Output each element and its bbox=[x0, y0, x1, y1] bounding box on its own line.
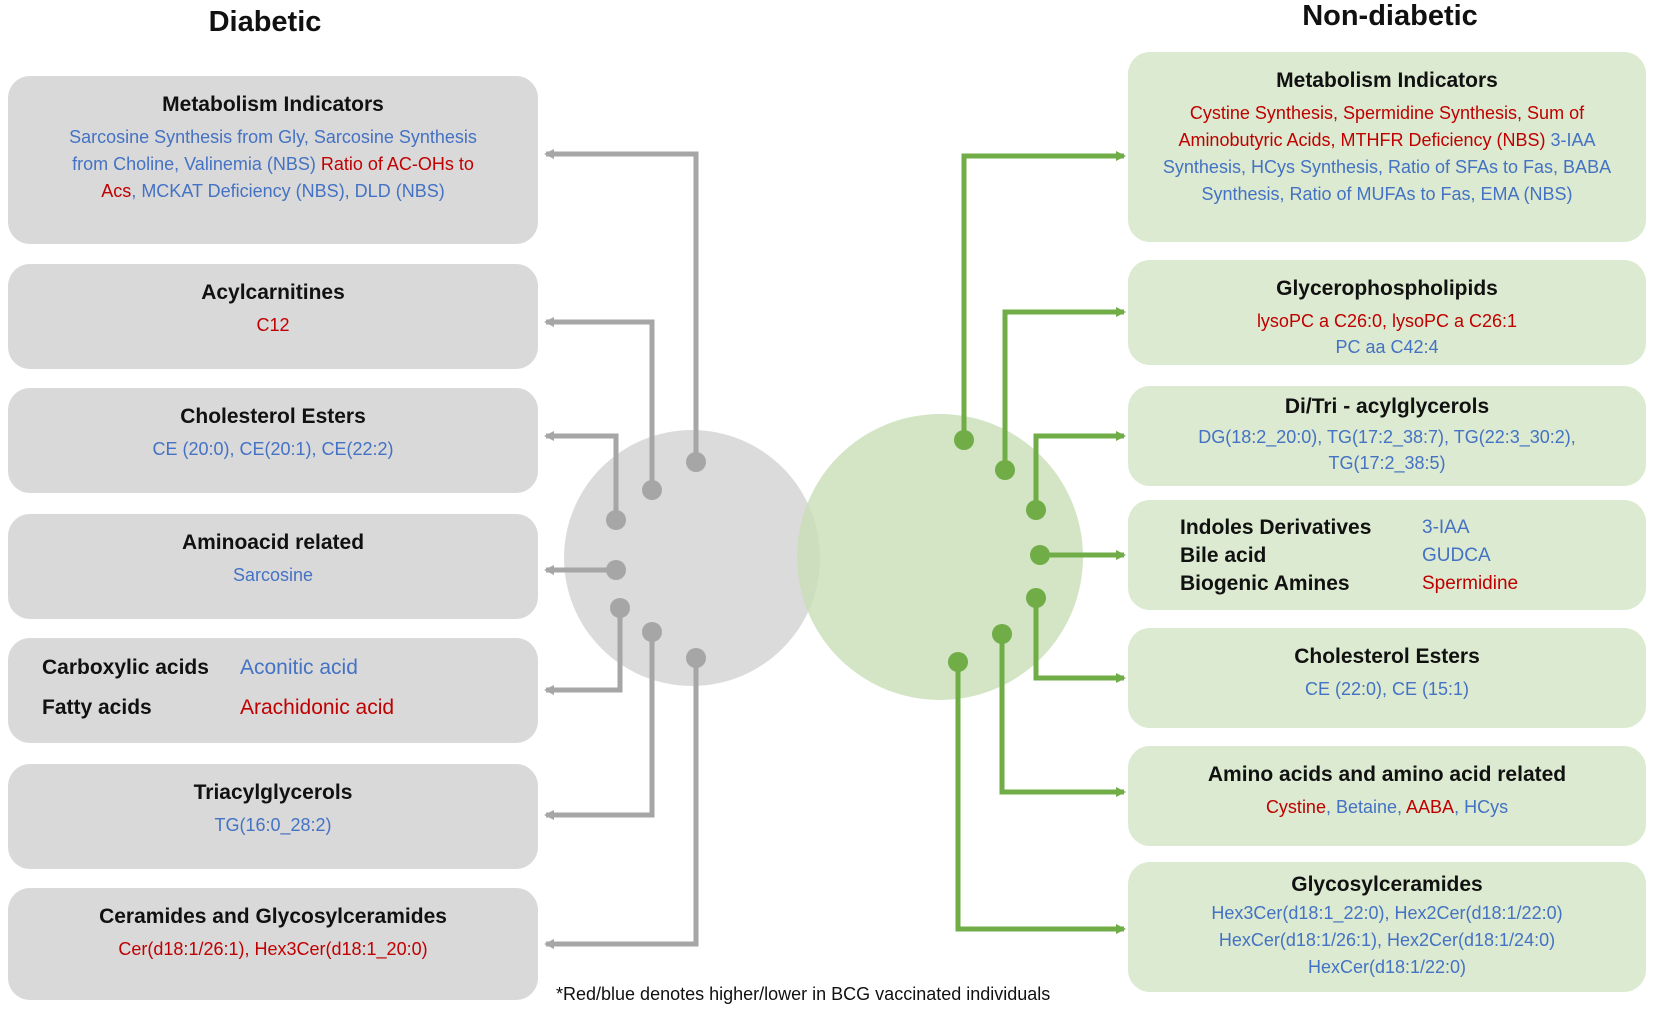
value-text: , HCys bbox=[1454, 797, 1509, 817]
connector-metabolism bbox=[544, 149, 699, 462]
box-title: Aminoacid related bbox=[181, 531, 365, 554]
box-title: Di/Tri - acylglycerols bbox=[1284, 395, 1490, 418]
box-nd-indoles: Indoles Derivatives 3-IAA Bile acid GUDC… bbox=[1128, 500, 1646, 610]
box-title: Triacylglycerols bbox=[193, 781, 353, 804]
box-title: Amino acids and amino acid related bbox=[1207, 763, 1567, 786]
value-text: 3-IAA Synthesis, HCys Synthesis, Ratio o… bbox=[1162, 130, 1612, 204]
connector-nd-metabolism bbox=[961, 151, 1126, 440]
box-diabetic-cholesterol: Cholesterol Esters CE (20:0), CE(20:1), … bbox=[8, 388, 538, 493]
diabetic-circle bbox=[564, 430, 820, 686]
value-text: Sarcosine Synthesis from Gly, Sarcosine … bbox=[69, 127, 477, 174]
row-label: Bile acid bbox=[1180, 544, 1267, 567]
connector-nd-aminoacids bbox=[999, 634, 1126, 797]
value-text: Cer(d18:1/26:1), Hex3Cer(d18:1_20:0) bbox=[118, 939, 428, 959]
value-text: , Betaine, bbox=[1325, 797, 1407, 817]
box-title: Metabolism Indicators bbox=[162, 93, 384, 116]
connector-acylcarnitines bbox=[544, 317, 655, 490]
value-text: TG(16:0_28:2) bbox=[214, 815, 332, 835]
box-nd-cholesterol: Cholesterol Esters CE (22:0), CE (15:1) bbox=[1128, 628, 1646, 728]
gray-dots bbox=[606, 452, 706, 668]
non-diabetic-circle bbox=[797, 414, 1083, 700]
connector-cholesterol bbox=[544, 431, 619, 520]
row-label: Biogenic Amines bbox=[1180, 572, 1350, 595]
row-value: Aconitic acid bbox=[240, 656, 358, 679]
title-diabetic: Diabetic bbox=[208, 6, 322, 38]
connector-nd-glycerophospholipids bbox=[1002, 307, 1126, 470]
value-text: Sarcosine bbox=[232, 565, 314, 585]
value-text: AABA bbox=[1406, 797, 1455, 817]
value-text: CE (20:0), CE(20:1), CE(22:2) bbox=[152, 439, 394, 459]
value-text: lysoPC a C26:0, lysoPC a C26:1 bbox=[1256, 311, 1518, 331]
value-text: PC aa C42:4 bbox=[1335, 337, 1439, 357]
box-nd-glycosylceramides: Glycosylceramides Hex3Cer(d18:1_22:0), H… bbox=[1128, 862, 1646, 992]
row-value: GUDCA bbox=[1422, 545, 1491, 566]
gray-connectors bbox=[544, 149, 699, 949]
connector-ceramides bbox=[544, 658, 699, 949]
box-title: Cholesterol Esters bbox=[1294, 645, 1480, 668]
box-nd-metabolism: Metabolism Indicators Cystine Synthesis,… bbox=[1128, 52, 1646, 242]
box-title: Acylcarnitines bbox=[201, 281, 345, 304]
connector-carboxylic bbox=[544, 608, 623, 695]
box-title: Ceramides and Glycosylceramides bbox=[99, 905, 447, 928]
row-value: Arachidonic acid bbox=[240, 696, 395, 719]
box-diabetic-aminoacid: Aminoacid related Sarcosine bbox=[8, 514, 538, 619]
box-nd-glycerophospholipids: Glycerophospholipids lysoPC a C26:0, lys… bbox=[1128, 260, 1646, 365]
row-label: Carboxylic acids bbox=[42, 656, 209, 679]
box-title: Cholesterol Esters bbox=[180, 405, 366, 428]
box-nd-aminoacids: Amino acids and amino acid related Cysti… bbox=[1128, 746, 1646, 846]
box-diabetic-triacylglycerols: Triacylglycerols TG(16:0_28:2) bbox=[8, 764, 538, 869]
box-diabetic-ceramides: Ceramides and Glycosylceramides Cer(d18:… bbox=[8, 888, 538, 1000]
connector-nd-acylglycerols bbox=[1033, 431, 1126, 510]
box-diabetic-acids: Carboxylic acids Aconitic acid Fatty aci… bbox=[8, 638, 538, 743]
row-label: Indoles Derivatives bbox=[1180, 516, 1372, 539]
title-non-diabetic: Non-diabetic bbox=[1302, 0, 1478, 32]
row-label: Fatty acids bbox=[42, 696, 152, 719]
connector-nd-cholesterol bbox=[1033, 598, 1126, 683]
value-text: CE (22:0), CE (15:1) bbox=[1304, 679, 1470, 699]
green-connectors bbox=[955, 151, 1126, 934]
value-text: , MCKAT Deficiency (NBS), DLD (NBS) bbox=[131, 181, 445, 201]
value-text: Cystine bbox=[1265, 797, 1326, 817]
box-title: Metabolism Indicators bbox=[1276, 69, 1498, 92]
box-diabetic-acylcarnitines: Acylcarnitines C12 bbox=[8, 264, 538, 369]
value-text: Cystine Synthesis, Spermidine Synthesis,… bbox=[1178, 103, 1585, 150]
row-value: Spermidine bbox=[1422, 573, 1519, 594]
row-value: 3-IAA bbox=[1422, 517, 1470, 538]
box-diabetic-metabolism: Metabolism Indicators Sarcosine Synthesi… bbox=[8, 76, 538, 244]
connector-nd-glycosylceramides bbox=[955, 662, 1126, 934]
box-title: Glycerophospholipids bbox=[1276, 277, 1498, 300]
box-title: Glycosylceramides bbox=[1291, 873, 1483, 896]
box-nd-acylglycerols: Di/Tri - acylglycerols DG(18:2_20:0), TG… bbox=[1128, 386, 1646, 486]
connector-triacylglycerols bbox=[544, 632, 655, 820]
footnote: *Red/blue denotes higher/lower in BCG va… bbox=[556, 984, 1051, 1004]
value-text: DG(18:2_20:0), TG(17:2_38:7), TG(22:3_30… bbox=[1198, 427, 1576, 473]
value-text: Ratio of AC-OHs to Acs bbox=[101, 154, 474, 201]
value-text: C12 bbox=[256, 315, 290, 335]
green-dots bbox=[948, 430, 1050, 672]
value-text: Hex3Cer(d18:1_22:0), Hex2Cer(d18:1/22:0)… bbox=[1211, 903, 1563, 977]
